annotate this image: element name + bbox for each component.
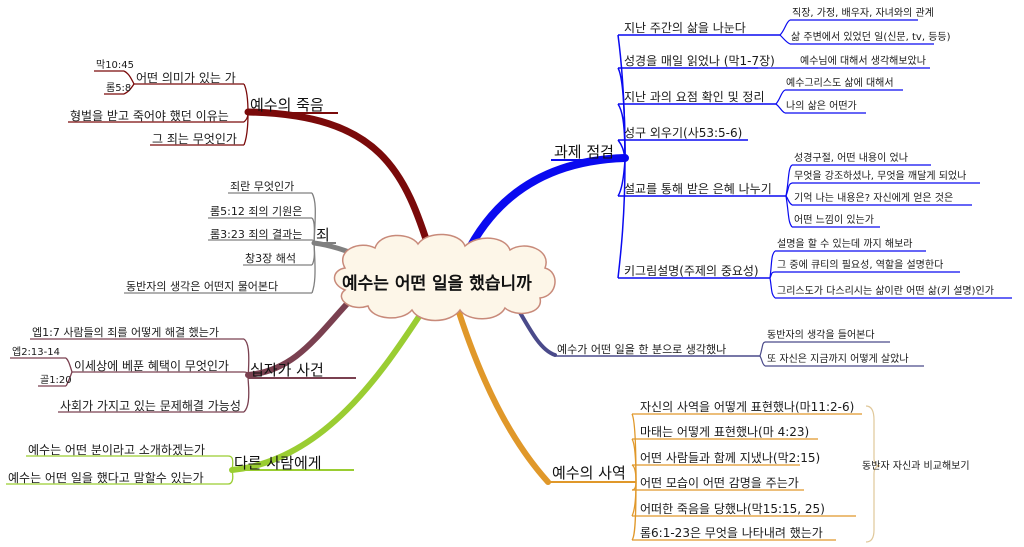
center-title: 예수는 어떤 일을 했습니까 [342,274,532,294]
gwaje-item6-sub1: 설명을 할 수 있는데 까지 해보라 [777,239,913,250]
gwaje-item5-sub1: 성경구절, 어떤 내용이 었나 [794,153,908,164]
bunuro-item1: 동반자의 생각을 들어본다 [767,330,875,341]
sipja-item3: 사회가 가지고 있는 문제해결 가능성 [60,399,241,413]
node-bunuro: 예수가 어떤 일을 한 분으로 생각했나 [557,343,727,356]
sayeok-item5: 어떠한 죽음을 당했나(막15:15, 25) [640,502,825,516]
gwaje-item5-sub2: 무엇을 강조하셨나, 무엇을 깨달게 되었나 [794,171,967,182]
gwaje-item6: 키그림설명(주제의 중요성) [624,264,759,278]
sayeok-item1: 자신의 사역을 어떻게 표현했나(마11:2-6) [640,400,855,414]
gwaje-item5: 설교를 통해 받은 은혜 나누기 [624,182,772,196]
gwaje-item5-sub3: 기억 나는 내용은? 자신에게 얻은 것은 [794,193,954,204]
gwaje-item5-sub4: 어떤 느낌이 있는가 [794,215,874,226]
gwaje-item2-sub1: 예수님에 대해서 생각해보았나 [800,56,926,67]
center-cloud [333,233,556,322]
joe-item3: 롬3:23 죄의 결과는 [210,228,303,241]
dareun-item1: 예수는 어떤 분이라고 소개하겠는가 [28,443,206,457]
sipja-item1: 엡1:7 사람들의 죄를 어떻게 해결 했는가 [32,326,219,339]
jugeum-item2: 형벌을 받고 죽어야 했던 이유는 [70,109,229,123]
gwaje-item3: 지난 과의 요점 확인 및 정리 [624,90,765,104]
joe-item2: 롬5:12 죄의 기원은 [210,205,303,218]
dareun-item2: 예수는 어떤 일을 했다고 말할수 있는가 [8,471,204,485]
sayeok-item2: 마태는 어떻게 표현했나(마 4:23) [640,425,810,439]
jugeum-item1: 어떤 의미가 있는 가 [136,71,236,85]
gwaje-item3-sub1: 예수그리스도 삶에 대해서 [786,78,894,89]
jugeum-item3: 그 죄는 무엇인가 [152,132,237,146]
sayeok-bracket [865,405,881,543]
node-sayeok: 예수의 사역 [552,464,626,482]
joe-item1: 죄란 무엇인가 [230,180,295,193]
node-dareun: 다른 사람에게 [234,454,322,472]
node-jugeum: 예수의 죽음 [250,96,324,114]
gwaje-item2: 성경을 매일 읽었나 (막1-7장) [624,54,775,68]
gwaje-item1-sub2: 삶 주변에서 있었던 일(신문, tv, 등등) [791,32,951,43]
node-joe: 죄 [316,226,330,244]
sipja-item2: 이세상에 베푼 혜택이 무엇인가 [74,359,229,373]
jugeum-ref1: 막10:45 [96,60,135,71]
gwaje-item1-sub1: 직장, 가정, 배우자, 자녀와의 관계 [792,8,934,19]
branch-dareun [229,297,433,473]
sayeok-item6: 롬6:1-23은 무엇을 나타내려 했는가 [640,526,823,540]
sayeok-item4: 어떤 모습이 어떤 감명을 주는가 [640,476,799,490]
joe-item5: 동반자의 생각은 어떤지 물어본다 [126,280,279,293]
sipja-ref1: 엡2:13-14 [12,347,60,358]
gwaje-item4: 성구 외우기(사53:5-6) [624,126,743,140]
sipja-ref2: 골1:20 [40,375,72,386]
jugeum-ref2: 롬5:8 [106,83,132,94]
branch-jugeum [244,108,436,262]
gwaje-item3-sub2: 나의 삶은 어떤가 [786,101,857,112]
sayeok-note: 동반자 자신과 비교해보기 [862,461,970,472]
gwaje-item6-sub2: 그 중에 큐티의 필요성, 역할을 설명한다 [777,260,944,271]
node-sipja: 십자가 사건 [250,361,324,379]
gwaje-item1: 지난 주간의 삶을 나눈다 [624,21,746,35]
bunuro-item2: 또 자신은 지금까지 어떻게 살았나 [767,354,909,365]
gwaje-item6-sub3: 그리스도가 다스리시는 삶이란 어떤 삶(키 설명)인가 [777,286,994,297]
joe-item4: 창3장 해석 [245,252,296,265]
node-gwaje: 과제 점검 [554,143,614,161]
sayeok-item3: 어떤 사람들과 함께 지냈나(막2:15) [640,451,821,465]
branch-sayeok [452,297,551,485]
